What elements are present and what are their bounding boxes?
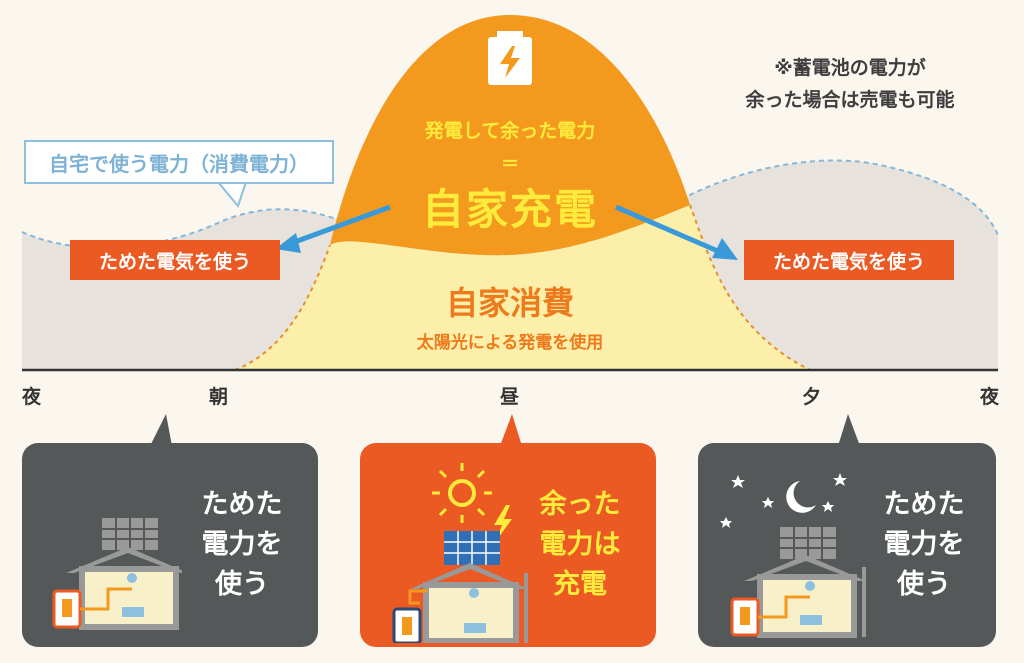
consumption-label-tail	[215, 181, 248, 209]
arrow-left	[275, 204, 391, 253]
panel-morning-line-1: ためた	[201, 489, 283, 520]
house-battery-icon	[52, 518, 182, 630]
self-consumption-subtitle: 太陽光による発電を使用	[416, 333, 604, 353]
consumption-label: 自宅で使う電力（消費電力）	[24, 140, 334, 184]
panel-noon-text: 余った 電力は 充電	[520, 485, 640, 605]
panel-noon-line-1: 余った	[539, 489, 621, 520]
panel-night-line-1: ためた	[883, 489, 965, 520]
panel-left-pointer	[150, 414, 172, 446]
self-consumption-dashed-line	[234, 204, 811, 371]
stored-power-tag-left: ためた電気を使う	[70, 240, 280, 280]
note-line-1: ※蓄電池の電力が	[774, 57, 926, 79]
lightning-icon	[494, 505, 512, 541]
moon-icon	[786, 481, 816, 513]
panel-night: ためた 電力を 使う	[698, 443, 996, 647]
time-label-morning: 朝	[209, 386, 229, 408]
panel-night-line-3: 使う	[897, 569, 951, 600]
surplus-generation-area	[330, 15, 690, 256]
battery-note: ※蓄電池の電力が 余った場合は売電も可能	[700, 52, 1000, 116]
consumption-dashed-line	[21, 159, 999, 257]
battery-icon	[488, 31, 532, 85]
time-label-night-end: 夜	[980, 386, 1000, 408]
panel-center-pointer	[500, 414, 522, 446]
time-label-night-start: 夜	[22, 386, 42, 408]
panel-noon-line-3: 充電	[553, 569, 607, 600]
house-solar-charging-icon	[392, 463, 528, 643]
panel-noon-line-2: 電力は	[539, 529, 621, 560]
stored-power-tag-right: ためた電気を使う	[744, 240, 954, 280]
stars-icon	[720, 473, 847, 528]
panel-right-pointer	[838, 414, 860, 446]
self-consumption-title: 自家消費	[445, 284, 574, 322]
panel-morning: ためた 電力を 使う	[22, 443, 318, 647]
panel-night-line-2: 電力を	[883, 529, 965, 560]
panel-night-text: ためた 電力を 使う	[864, 485, 984, 605]
note-line-2: 余った場合は売電も可能	[745, 89, 955, 111]
time-label-noon: 昼	[500, 386, 520, 408]
sun-icon	[448, 479, 476, 507]
self-charge-title: 自家充電	[421, 185, 598, 234]
house-night-icon	[720, 473, 866, 638]
time-label-evening: 夕	[802, 386, 822, 408]
panel-morning-line-3: 使う	[215, 569, 269, 600]
self-consumption-area	[235, 205, 810, 370]
arrow-right	[615, 204, 738, 260]
panel-noon: 余った 電力は 充電	[360, 443, 656, 647]
equals-sign: ＝	[501, 154, 519, 175]
surplus-label: 発電して余った電力	[424, 120, 596, 142]
panel-morning-line-2: 電力を	[201, 529, 283, 560]
panel-morning-text: ためた 電力を 使う	[182, 485, 302, 605]
